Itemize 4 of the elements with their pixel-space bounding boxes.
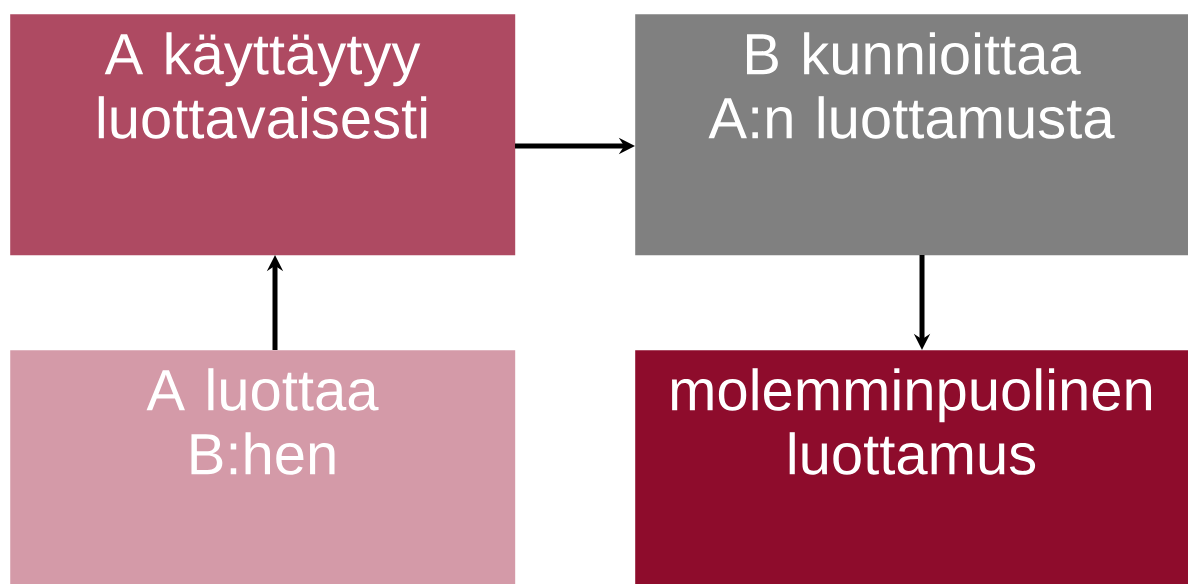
text-box: A luottaa B:hen [10, 350, 516, 584]
text-box: B kunnioittaa A:n luottamusta [635, 14, 1188, 256]
text-box: molemminpuolinen luottamus [635, 350, 1188, 584]
text-box: A käyttäytyy luottavaisesti [10, 14, 516, 256]
